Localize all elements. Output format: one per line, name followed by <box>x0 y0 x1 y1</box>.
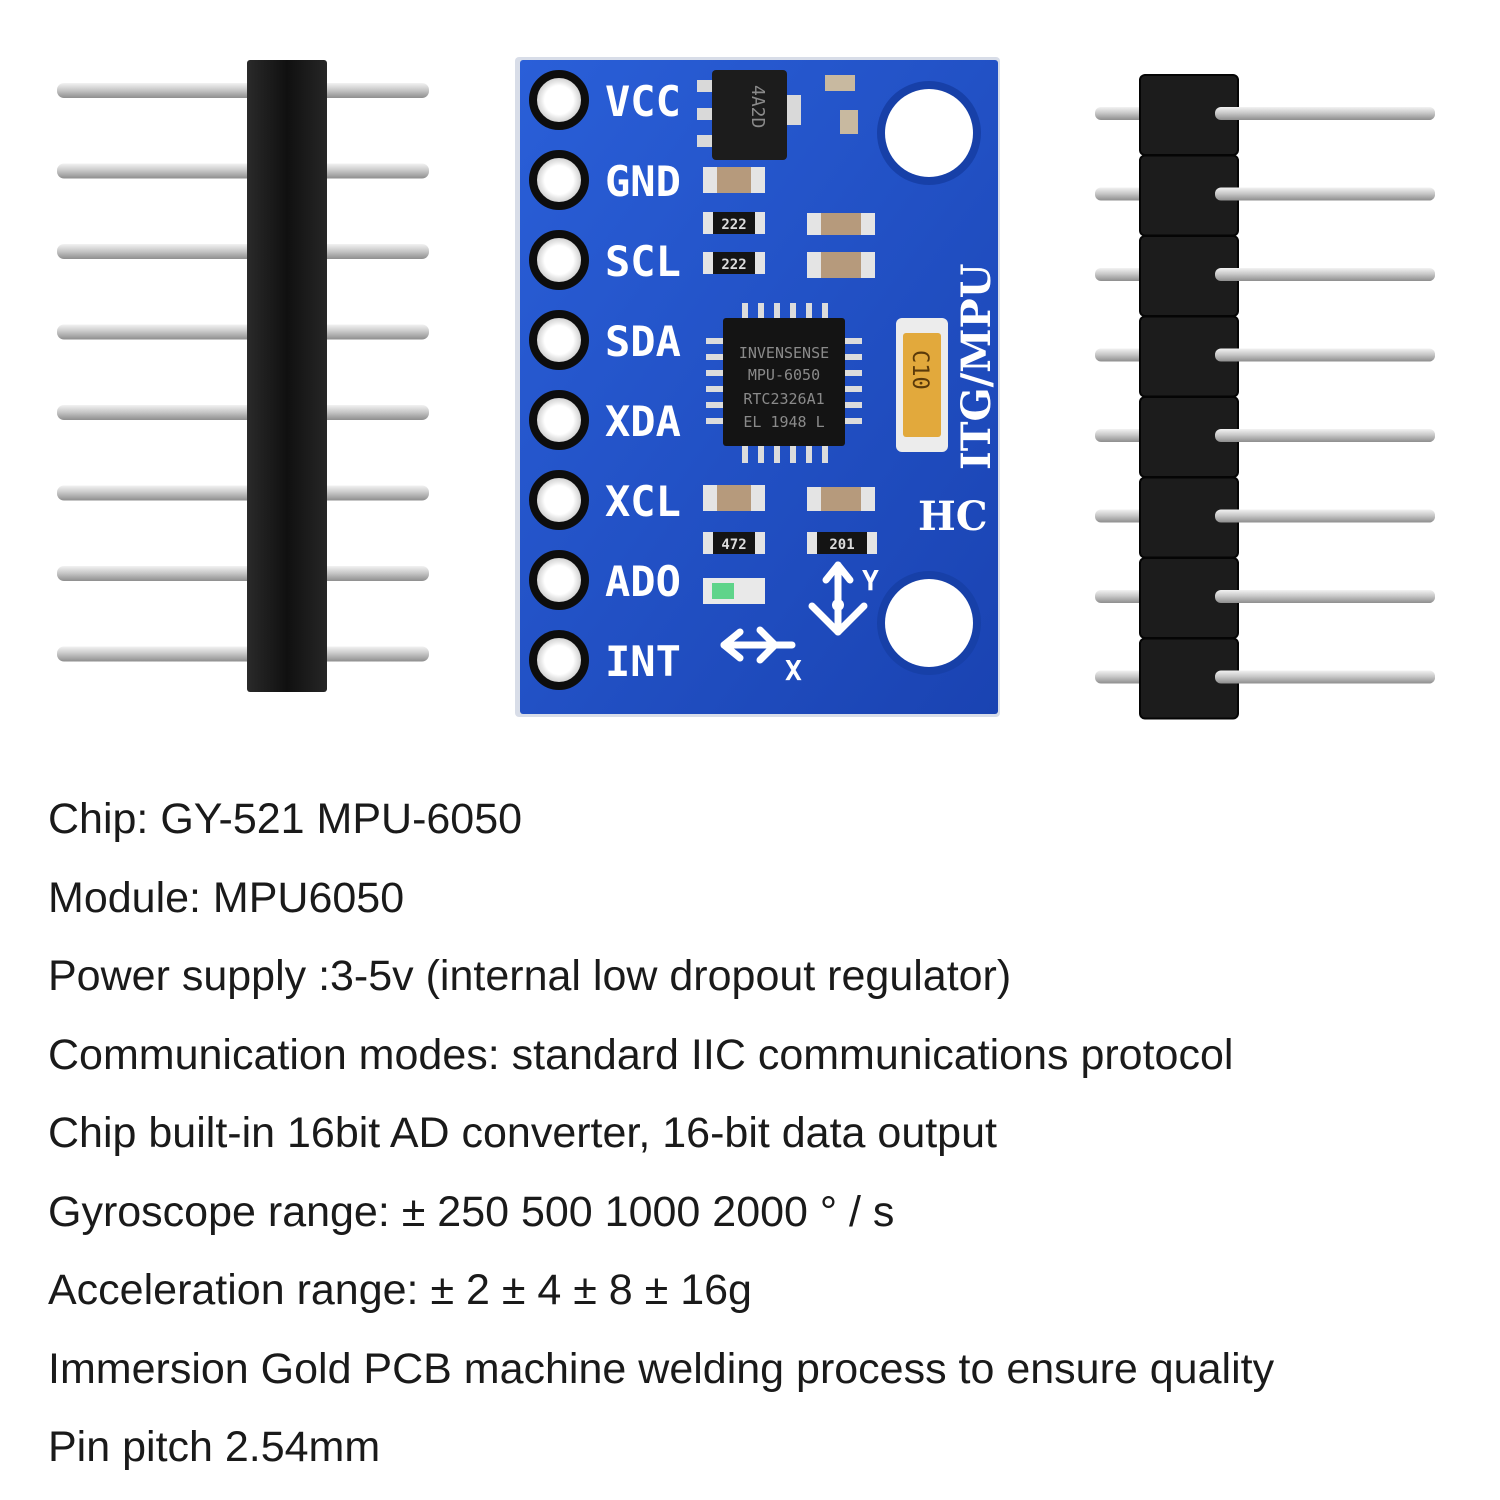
header-pin <box>57 324 429 340</box>
pin-label: ADO <box>605 557 681 606</box>
header-pin <box>57 566 429 581</box>
header-pin <box>57 405 429 420</box>
spec-chip: Chip: GY-521 MPU-6050 <box>48 795 523 843</box>
spec-gyroscope-range: Gyroscope range: ± 250 500 1000 2000 ° /… <box>48 1187 895 1236</box>
pin-label: XDA <box>605 397 681 446</box>
chip-line: INVENSENSE <box>739 344 829 362</box>
chip-line: MPU-6050 <box>748 366 820 384</box>
tantalum-capacitor: C10 <box>896 318 948 452</box>
axis-y-label: Y <box>862 564 879 597</box>
header-pin <box>57 244 429 259</box>
spec-list: Chip: GY-521 MPU-6050 Module: MPU6050 Po… <box>48 780 1468 1487</box>
header-pin <box>57 485 429 501</box>
straight-pin-header <box>57 60 429 692</box>
resistor-marking: 472 <box>721 537 746 553</box>
spec-pcb-process: Immersion Gold PCB machine welding proce… <box>48 1344 1275 1393</box>
resistor-marking: 222 <box>721 257 746 273</box>
pin-label: INT <box>605 637 681 686</box>
pin-pads: VCC GND SCL SDA XDA XCL ADO INT <box>529 70 681 690</box>
product-photo: VCC GND SCL SDA XDA XCL ADO INT 4A2D <box>57 57 1435 720</box>
voltage-regulator: 4A2D <box>697 70 801 160</box>
pin-label: XCL <box>605 477 681 526</box>
pin-label: SDA <box>605 317 681 366</box>
spec-acceleration-range: Acceleration range: ± 2 ± 4 ± 8 ± 16g <box>48 1266 752 1314</box>
resistor-marking: 222 <box>721 217 746 233</box>
pin-label: SCL <box>605 237 681 286</box>
smd-resistors: 222 222 472 201 <box>703 212 877 554</box>
header-pin <box>57 83 429 98</box>
spec-communication: Communication modes: standard IIC commun… <box>48 1030 1234 1079</box>
power-led <box>703 578 765 604</box>
smd-capacitors <box>703 75 875 511</box>
header-pin <box>57 646 429 662</box>
pin-label: VCC <box>605 77 681 126</box>
regulator-marking: 4A2D <box>747 85 768 128</box>
axis-arrows-icon <box>720 561 868 664</box>
chip-line: RTC2326A1 <box>743 390 824 408</box>
itg-mpu-label: ITG/MPU <box>953 264 1000 470</box>
resistor-marking: 201 <box>829 537 854 553</box>
hc-label: HC <box>918 493 988 540</box>
mpu6050-chip: INVENSENSE MPU-6050 RTC2326A1 EL 1948 L <box>706 303 862 463</box>
spec-module: Module: MPU6050 <box>48 873 405 922</box>
spec-ad-converter: Chip built-in 16bit AD converter, 16-bit… <box>48 1109 997 1157</box>
spec-pin-pitch: Pin pitch 2.54mm <box>48 1423 381 1471</box>
pin-label: GND <box>605 157 681 206</box>
spec-power-supply: Power supply :3-5v (internal low dropout… <box>48 952 1012 1000</box>
block-pin-header <box>1095 74 1435 720</box>
header-pin <box>57 163 429 179</box>
axis-x-label: X <box>785 654 802 687</box>
tantalum-marking: C10 <box>907 350 932 390</box>
gy-521-board: VCC GND SCL SDA XDA XCL ADO INT 4A2D <box>515 57 1000 717</box>
chip-line: EL 1948 L <box>743 413 824 431</box>
